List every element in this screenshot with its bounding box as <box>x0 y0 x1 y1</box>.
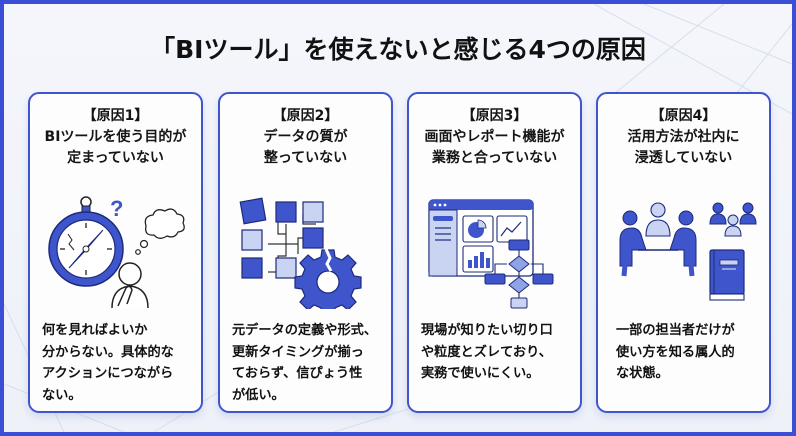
card-description: 元データの定義や形式、 更新タイミングが揃っ ておらず、信ぴょう性 が低い。 <box>232 320 385 406</box>
card-heading: 【原因1】 BIツールを使う目的が 定まっていない <box>30 106 201 169</box>
description-line: な状態。 <box>616 366 669 381</box>
description-line: 一部の担当者だけが <box>616 323 735 338</box>
card-description: 一部の担当者だけが 使い方を知る属人的 な状態。 <box>616 320 763 385</box>
heading-line: 画面やレポート機能が <box>424 129 565 145</box>
card-heading: 【原因4】 活用方法が社内に 浸透していない <box>598 106 769 169</box>
card-description: 何を見ればよいか 分からない。具体的な アクションにつながら ない。 <box>42 320 195 406</box>
card-description: 現場が知りたい切り口 や粒度とズレており、 実務で使いにくい。 <box>421 320 574 385</box>
description-line: 実務で使いにくい。 <box>421 366 540 381</box>
description-line: 分からない。具体的な <box>42 344 174 360</box>
heading-line: データの質が <box>263 129 348 145</box>
cause-label: 【原因4】 <box>650 108 717 124</box>
cause-label: 【原因2】 <box>272 108 339 124</box>
svg-text:?: ? <box>110 196 123 221</box>
description-line: 何を見ればよいか <box>42 323 148 338</box>
slide-frame: 「BIツール」を使えないと感じる4つの原因 【原因1】 BIツールを使う目的が … <box>4 4 792 432</box>
cause-card-4: 【原因4】 活用方法が社内に 浸透していない <box>596 92 771 413</box>
meeting-people-and-manual-book-icon <box>619 202 757 301</box>
heading-line: 活用方法が社内に <box>627 129 740 145</box>
description-line: 更新タイミングが揃っ <box>232 344 364 360</box>
description-line: 現場が知りたい切り口 <box>421 323 553 338</box>
heading-line: BIツールを使う目的が <box>44 129 187 145</box>
compass-and-confused-person-icon: ? <box>48 196 185 309</box>
scattered-data-blocks-and-broken-gear-icon <box>239 197 362 309</box>
heading-line: 定まっていない <box>67 150 164 166</box>
cause-label: 【原因1】 <box>82 108 149 124</box>
cause-card-2: 【原因2】 データの質が 整っていない <box>218 92 393 413</box>
description-line: ておらず、信ぴょう性 <box>232 366 363 381</box>
cause-card-1: 【原因1】 BIツールを使う目的が 定まっていない ? <box>28 92 203 413</box>
description-line: 元データの定義や形式、 <box>232 323 378 338</box>
heading-line: 業務と合っていない <box>431 150 558 166</box>
description-line: や粒度とズレており、 <box>421 344 552 360</box>
description-line: ない。 <box>42 387 82 403</box>
description-line: が低い。 <box>232 387 285 403</box>
description-line: アクションにつながら <box>42 366 174 381</box>
dashboard-and-flowchart-icon <box>428 199 554 309</box>
heading-line: 整っていない <box>263 150 348 166</box>
cause-card-3: 【原因3】 画面やレポート機能が 業務と合っていない <box>407 92 582 413</box>
cause-label: 【原因3】 <box>461 108 528 124</box>
heading-line: 浸透していない <box>634 150 733 166</box>
page-title: 「BIツール」を使えないと感じる4つの原因 <box>150 35 646 64</box>
card-heading: 【原因3】 画面やレポート機能が 業務と合っていない <box>409 106 580 169</box>
description-line: 使い方を知る属人的 <box>616 344 735 360</box>
card-heading: 【原因2】 データの質が 整っていない <box>220 106 391 169</box>
